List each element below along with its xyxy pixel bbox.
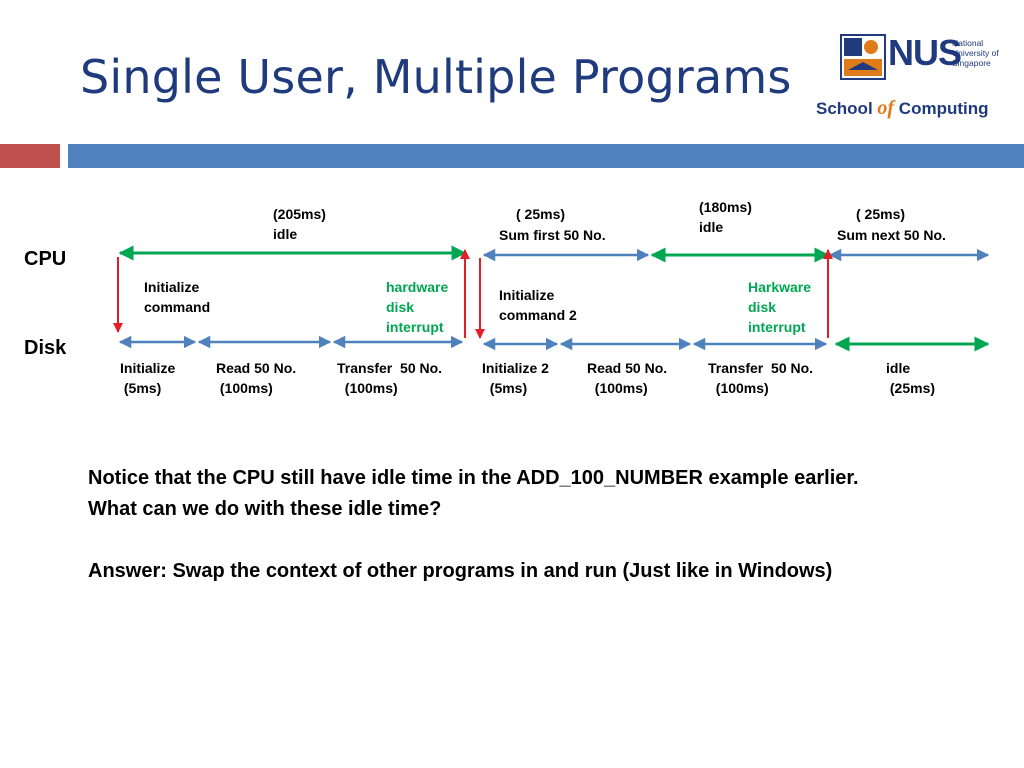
- disk-segment-label: idle: [886, 360, 911, 376]
- nus-logo: NUS National University of Singapore Sch…: [816, 32, 1010, 124]
- timing-arrows: [113, 245, 990, 352]
- disk-row-label: Disk: [24, 337, 67, 359]
- cpu-annotation-text: Sum next 50 No.: [837, 227, 946, 243]
- disk-segment-label: Transfer 50 No.: [337, 360, 443, 376]
- logo-school-suffix: Computing: [894, 99, 989, 118]
- hardware-interrupt-label: hardware disk interrupt: [386, 279, 449, 335]
- cpu-annotation-text: Sum first 50 No.: [499, 227, 606, 243]
- cpu-row-label: CPU: [24, 248, 67, 270]
- disk-segment-duration: (100ms): [587, 380, 648, 396]
- disk-segment-duration: (5ms): [120, 380, 162, 396]
- nus-crest-icon: [840, 34, 886, 80]
- disk-segment-label: Read 50 No.: [216, 360, 297, 376]
- logo-subtitle: National University of Singapore: [952, 38, 999, 68]
- header-accent-blue: [68, 144, 1024, 168]
- cpu-annotation-duration: ( 25ms): [856, 206, 906, 222]
- notice-paragraph: Notice that the CPU still have idle time…: [88, 467, 859, 520]
- logo-school-prefix: School: [816, 99, 878, 118]
- answer-paragraph: Answer: Swap the context of other progra…: [88, 560, 833, 582]
- cpu-annotation-text: idle: [699, 219, 724, 235]
- logo-mark: NUS: [888, 32, 962, 73]
- harkware-interrupt-label: Harkware disk interrupt: [748, 279, 812, 335]
- disk-segment-duration: (5ms): [482, 380, 528, 396]
- logo-school-of: of: [877, 97, 895, 119]
- timing-diagram: CPU Disk (205ms) idle ( 25ms) Sum first …: [24, 199, 990, 396]
- initialize-command-2-label: Initialize command 2: [499, 287, 577, 323]
- disk-segment-duration: (25ms): [886, 380, 936, 396]
- disk-segment-duration: (100ms): [708, 380, 769, 396]
- cpu-annotation-duration: (205ms): [273, 206, 326, 222]
- cpu-annotation-text: idle: [273, 226, 298, 242]
- disk-segment-duration: (100ms): [216, 380, 273, 396]
- disk-segment-duration: (100ms): [337, 380, 398, 396]
- cpu-annotation-duration: (180ms): [699, 199, 752, 215]
- slide-title: Single User, Multiple Programs: [80, 50, 792, 104]
- disk-segment-label: Initialize 2: [482, 360, 549, 376]
- disk-segment-label: Initialize: [120, 360, 176, 376]
- initialize-command-label: Initialize command: [144, 279, 211, 315]
- logo-school: School of Computing: [816, 97, 989, 120]
- disk-segment-label: Transfer 50 No.: [708, 360, 814, 376]
- header-accent-red: [0, 144, 60, 168]
- disk-segment-label: Read 50 No.: [587, 360, 668, 376]
- cpu-annotation-duration: ( 25ms): [516, 206, 566, 222]
